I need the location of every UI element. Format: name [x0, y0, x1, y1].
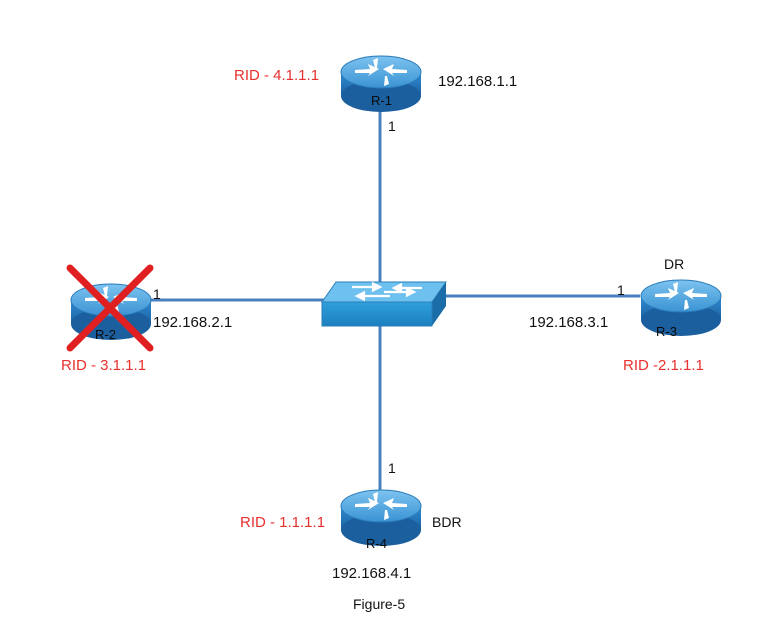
- r2-name-label: R-2: [95, 327, 116, 342]
- r2-rid-label: RID - 3.1.1.1: [61, 357, 147, 374]
- r3-ip-label: 192.168.3.1: [529, 314, 609, 331]
- r2-cost-label: 1: [153, 286, 161, 302]
- r3-rid-label: RID -2.1.1.1: [623, 357, 704, 374]
- switch-icon: [321, 281, 447, 327]
- r4-name-label: R-4: [366, 536, 387, 551]
- router-r4-icon: [340, 489, 422, 546]
- router-r1-icon: [340, 55, 422, 112]
- r4-ip-label: 192.168.4.1: [332, 565, 412, 582]
- router-r3-icon: [640, 279, 722, 336]
- r4-role-label: BDR: [432, 514, 462, 530]
- figure-caption: Figure-5: [353, 596, 406, 612]
- r1-cost-label: 1: [388, 118, 396, 134]
- r3-cost-label: 1: [617, 282, 625, 298]
- r3-name-label: R-3: [656, 324, 677, 339]
- r4-cost-label: 1: [388, 460, 396, 476]
- r2-ip-label: 192.168.2.1: [153, 314, 233, 331]
- r1-name-label: R-1: [371, 93, 392, 108]
- r1-ip-label: 192.168.1.1: [438, 73, 518, 90]
- r4-rid-label: RID - 1.1.1.1: [240, 514, 326, 531]
- r1-rid-label: RID - 4.1.1.1: [234, 67, 320, 84]
- failure-x-icon: [66, 264, 154, 352]
- r3-role-label: DR: [664, 256, 685, 272]
